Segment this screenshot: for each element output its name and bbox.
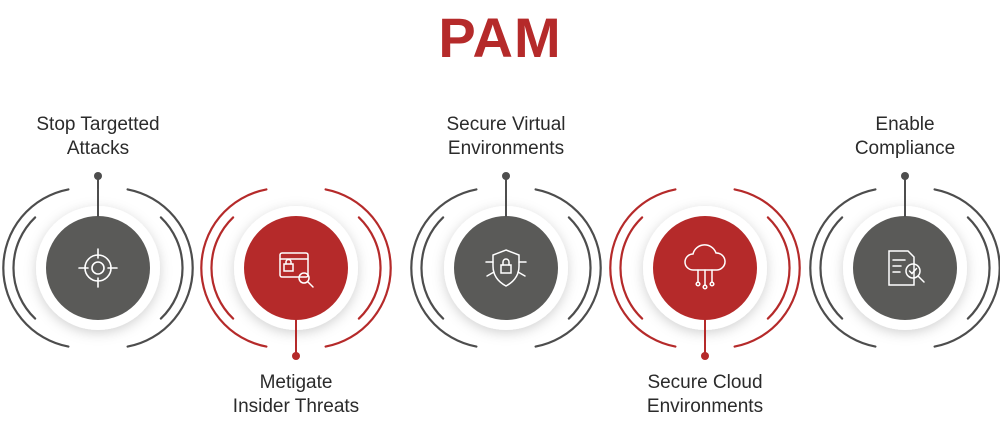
label-line2: Compliance (854, 138, 956, 159)
connector-dot (292, 352, 300, 360)
node-metigate-insider-threats (200, 188, 392, 360)
label-stop-targetted-attacks: Stop Targetted Attacks (0, 113, 208, 161)
connector-dot (94, 172, 102, 180)
page-title: PAM (438, 6, 562, 69)
node-circle (653, 216, 757, 320)
node-secure-cloud-environments (609, 188, 801, 360)
label-line1: Stop Targetted (36, 114, 160, 135)
label-enable-compliance: Enable Compliance (795, 113, 1000, 161)
node-circle (244, 216, 348, 320)
connector-dot (502, 172, 510, 180)
connector-dot (901, 172, 909, 180)
label-line2: Insider Threats (232, 396, 360, 417)
label-line1: Enable (875, 114, 935, 135)
node-circle (454, 216, 558, 320)
label-line1: Secure Virtual (446, 114, 566, 135)
label-line2: Attacks (66, 138, 130, 159)
connector-dot (701, 352, 709, 360)
node-stop-targetted-attacks (2, 172, 194, 348)
node-arcs (200, 188, 392, 348)
cloud-network-icon (684, 244, 726, 290)
shield-lock-icon (485, 249, 527, 287)
node-arcs (609, 188, 801, 348)
label-metigate-insider-threats: Metigate Insider Threats (186, 371, 406, 419)
document-check-search-icon (888, 250, 925, 286)
node-enable-compliance (809, 172, 1000, 348)
node-circle (46, 216, 150, 320)
node-circle (853, 216, 957, 320)
target-icon (78, 248, 118, 288)
label-line2: Environments (447, 138, 565, 159)
label-line1: Secure Cloud (647, 372, 763, 393)
label-line1: Metigate (259, 372, 333, 393)
label-line2: Environments (646, 396, 764, 417)
node-secure-virtual-environments (410, 172, 602, 348)
node-arcs (410, 188, 602, 348)
node-arcs (2, 188, 194, 348)
label-secure-virtual-environments: Secure Virtual Environments (396, 113, 616, 161)
browser-lock-search-icon (279, 252, 314, 288)
label-secure-cloud-environments: Secure Cloud Environments (595, 371, 815, 419)
